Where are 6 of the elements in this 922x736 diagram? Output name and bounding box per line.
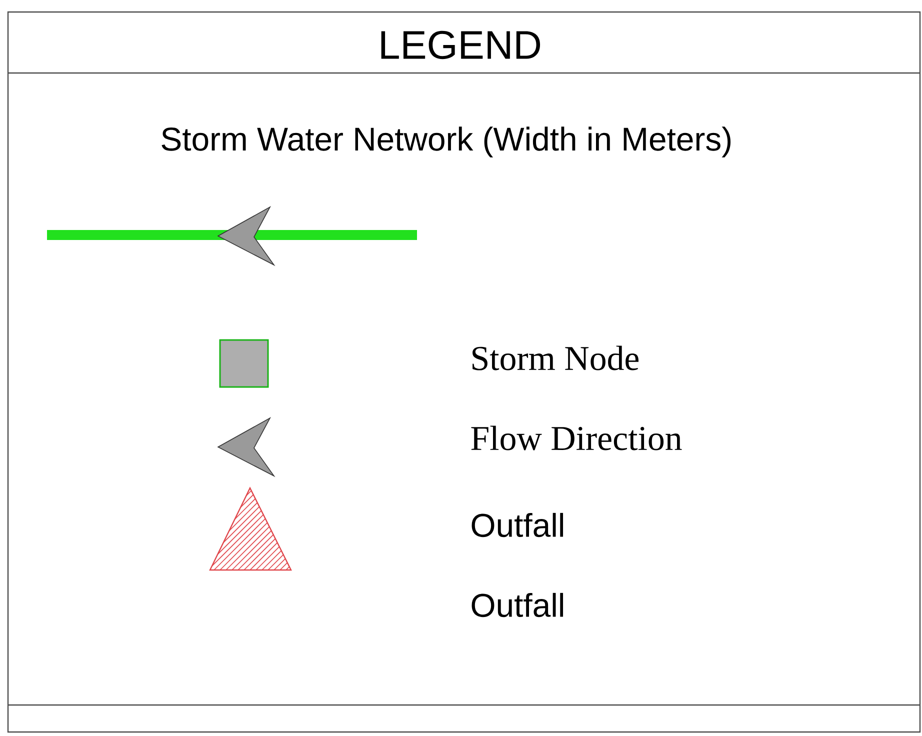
legend-title: LEGEND [381, 30, 540, 60]
legend-text: Outfall [472, 592, 564, 618]
legend-text: Outfall [472, 512, 564, 538]
legend-text: Storm Node [472, 346, 638, 370]
legend-text: Flow Direction [471, 426, 682, 450]
legend-text: Storm Water Network (Width in Meters) [162, 126, 730, 158]
